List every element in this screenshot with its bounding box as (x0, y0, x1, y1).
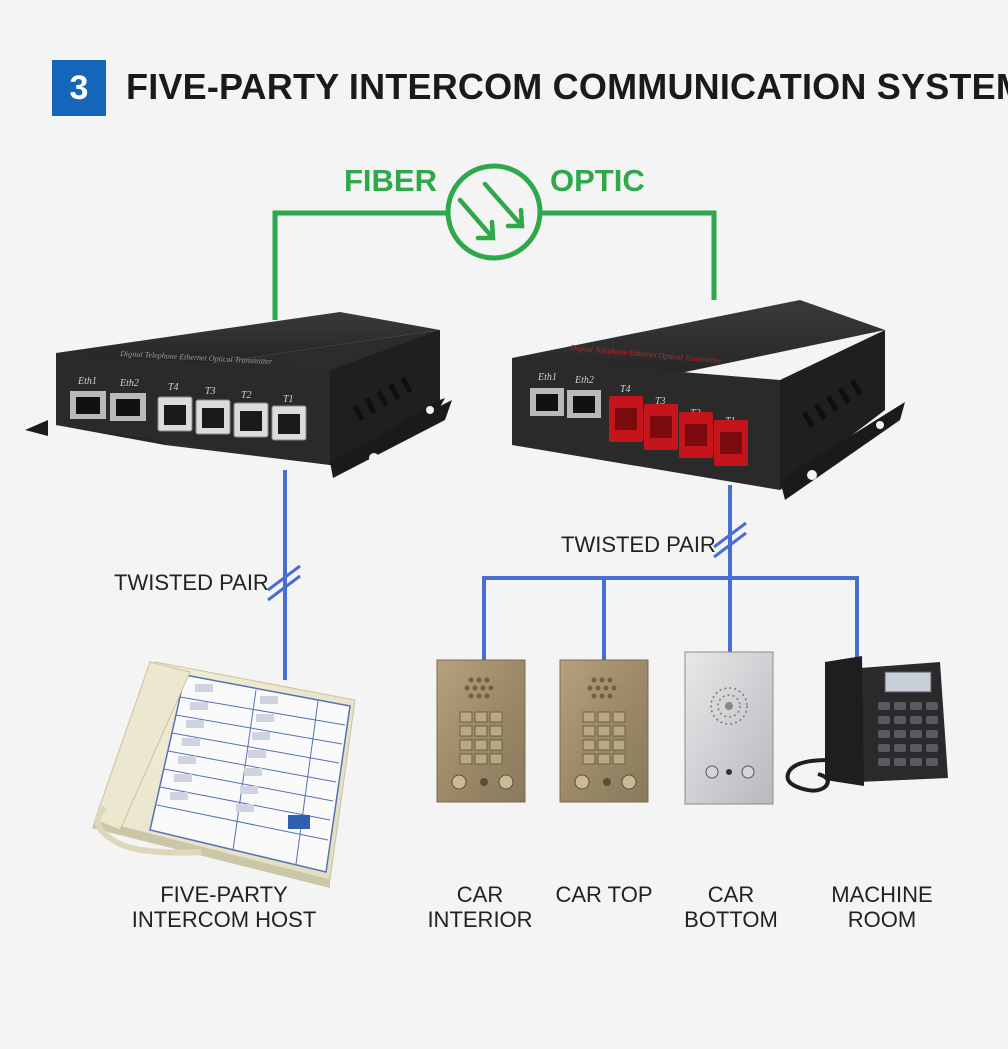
port-label-eth2: Eth2 (574, 375, 594, 386)
car-interior-caption-line1: CAR (456, 882, 504, 907)
port-label-eth1: Eth1 (537, 372, 557, 383)
car-bottom-caption: CAR BOTTOM (676, 882, 786, 932)
machine-room-caption-line1: MACHINE (831, 882, 933, 907)
handset (825, 656, 864, 786)
machine-room-caption-line2: ROOM (847, 907, 917, 932)
handset (94, 661, 191, 831)
mount-hole (876, 421, 884, 429)
car-top-caption-line1: CAR TOP (555, 882, 653, 907)
port-label-t4: T4 (620, 384, 631, 395)
handset-cord (94, 805, 202, 856)
page-title: FIVE-PARTY INTERCOM COMMUNICATION SYSTEM (126, 66, 1008, 107)
phone-cord (785, 758, 830, 793)
port-label-t2: T2 (241, 390, 252, 401)
car-bottom-intercom (684, 651, 774, 805)
fiber-label: FIBER (344, 163, 437, 198)
host-caption-line2: INTERCOM HOST (131, 907, 317, 932)
car-bottom-caption-line2: BOTTOM (684, 907, 778, 932)
port-label-eth1: Eth1 (77, 376, 97, 387)
section-number-badge: 3 (52, 60, 106, 116)
fiber-optic-link (272, 163, 717, 320)
right-optical-transmitter: Eth1 Eth2 T4 T3 T2 T1 Digital Telephone … (512, 300, 905, 500)
machine-room-caption: MACHINE ROOM (822, 882, 942, 932)
twisted-pair-label-right: TWISTED PAIR (561, 532, 716, 557)
intercom-host-device (92, 661, 356, 888)
car-interior-intercom (436, 659, 526, 803)
host-caption-line1: FIVE-PARTY (160, 882, 288, 907)
rj11-ports (157, 396, 307, 441)
section-number: 3 (69, 68, 89, 107)
port-label-t3: T3 (205, 386, 216, 397)
mount-hole (426, 406, 434, 414)
host-caption: FIVE-PARTY INTERCOM HOST (124, 882, 324, 932)
left-optical-transmitter: Eth1 Eth2 T4 T3 T2 T1 Digital Telephone … (25, 312, 452, 478)
rj11-ports (609, 396, 748, 466)
car-interior-caption-line2: INTERIOR (427, 907, 533, 932)
twisted-pair-label-left: TWISTED PAIR (114, 570, 269, 595)
mount-hole (807, 470, 817, 480)
port-label-t1: T1 (283, 394, 294, 405)
car-bottom-caption-line1: CAR (707, 882, 755, 907)
phone-screen (884, 671, 932, 693)
car-top-caption: CAR TOP (546, 882, 662, 907)
ethernet-ports (530, 388, 601, 418)
optic-label: OPTIC (550, 163, 645, 198)
mount-hole (369, 453, 379, 463)
host-button (288, 815, 310, 829)
ethernet-ports (70, 391, 146, 421)
cable-break-marks (267, 521, 747, 602)
port-label-eth2: Eth2 (119, 378, 139, 389)
port-label-t4: T4 (168, 382, 179, 393)
machine-room-phone (785, 656, 948, 793)
car-top-intercom (559, 659, 649, 803)
port-label-t3: T3 (655, 396, 666, 407)
fiber-arrows-icon (457, 181, 525, 241)
car-interior-caption: CAR INTERIOR (420, 882, 540, 932)
twisted-pair-lines (283, 470, 859, 680)
